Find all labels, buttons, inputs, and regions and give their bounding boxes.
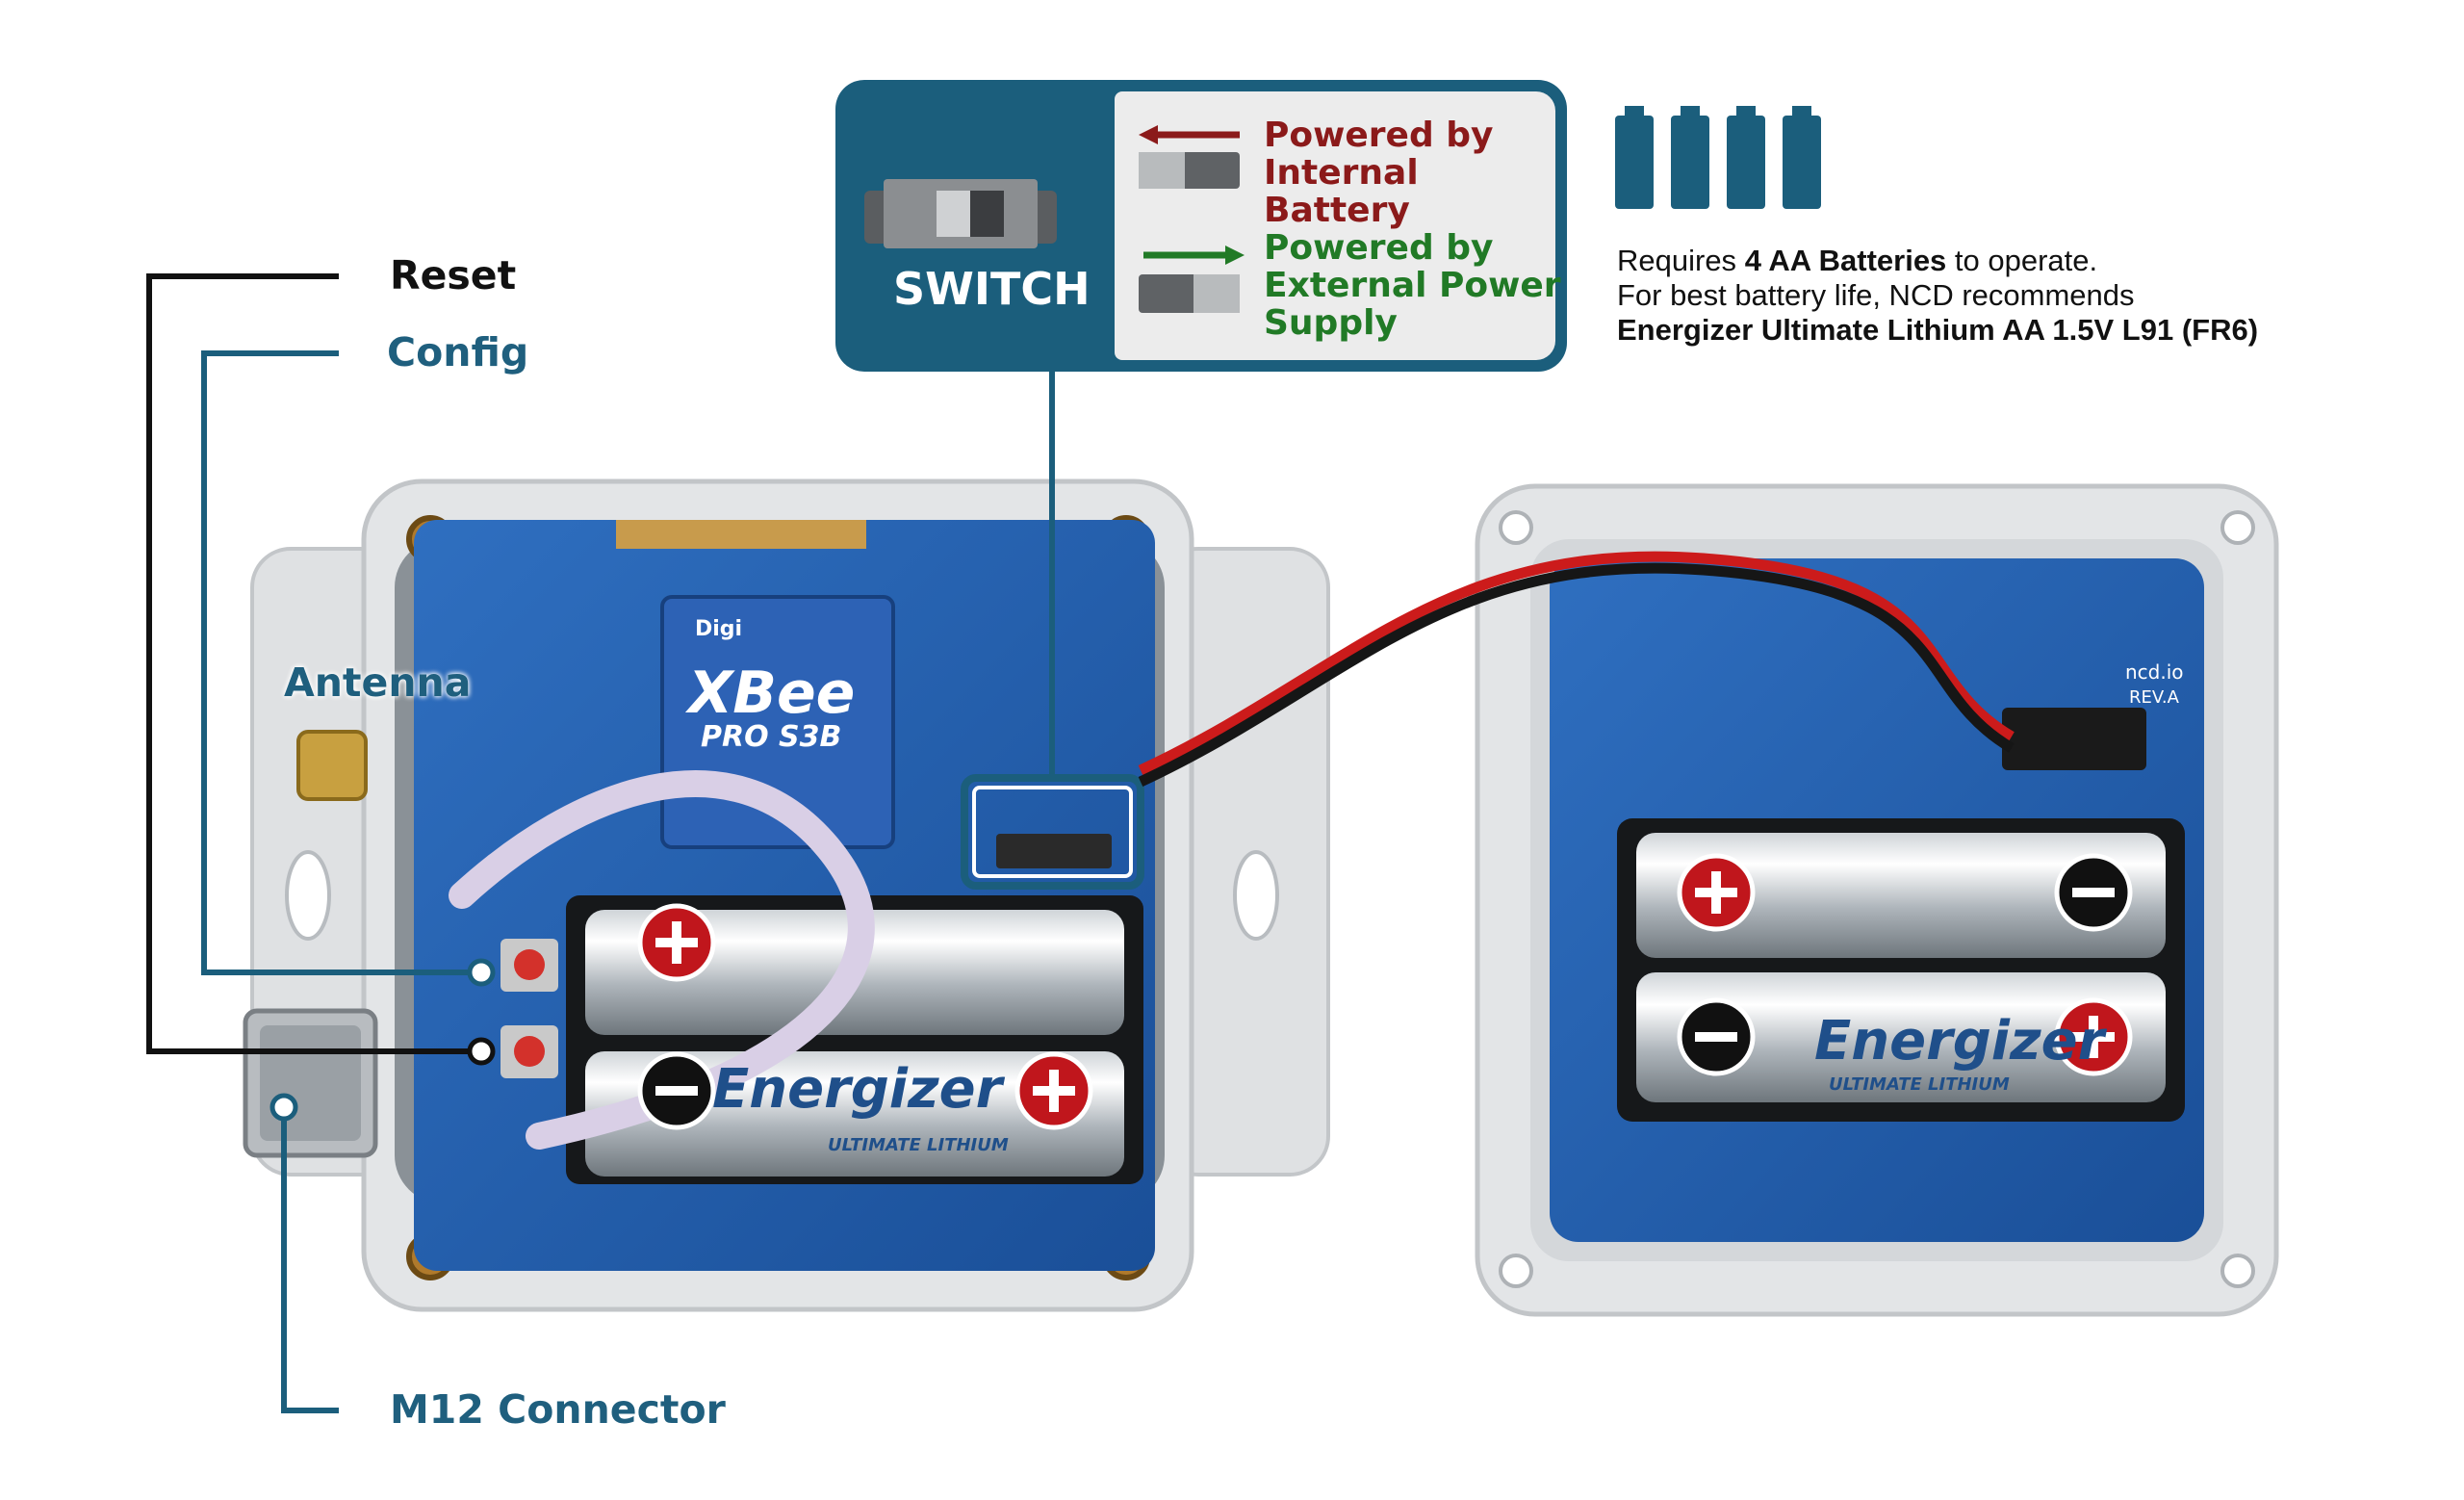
switch-title: SWITCH [893,263,1091,315]
plus-icon [637,903,716,982]
switch-callout: SWITCH Powered by Internal Battery Power… [835,80,1567,372]
option-external-line1: Powered by [1264,228,1494,268]
m12-connector-label: M12 Connector [390,1386,726,1433]
xbee-model-label: PRO S3B [701,720,841,754]
antenna-label: Antenna [284,659,472,706]
config-label: Config [387,329,529,375]
battery-icon [1671,106,1709,209]
arrow-left-icon [1139,125,1240,189]
left-enclosure [243,478,1330,1312]
battery-recommendation: Energizer Ultimate Lithium AA 1.5V L91 (… [1617,313,2259,347]
reset-leader-line [146,273,491,1054]
option-internal-line1: Powered by [1264,116,1494,155]
battery-icon [1727,106,1765,209]
battery-brand-text: Energizer [712,1058,1006,1121]
battery-requirement-text: Requires 4 AA Batteries to operate. For … [1617,244,2258,348]
arrow-right-icon [1139,246,1245,313]
minus-icon [1677,997,1756,1076]
reset-label: Reset [390,252,517,298]
config-leader-line [201,350,491,975]
battery-icon [1615,106,1654,209]
ncd-board-text: ncd.io [2125,660,2184,684]
battery-requirement-line1: Requires 4 AA Batteries to operate. [1617,244,2098,277]
battery-brand-text: Energizer [1814,1010,2108,1073]
battery-requirement-line2: For best battery life, NCD recommends [1617,278,2135,312]
battery-brand-sub-text: ULTIMATE LITHIUM [1829,1074,2010,1095]
m12-leader-line [281,1107,339,1413]
minus-icon [637,1051,716,1130]
xbee-label: XBee [684,659,855,727]
rev-board-text: REV.A [2129,687,2180,708]
plus-icon [2054,997,2133,1076]
option-external-line3: Supply [1264,303,1398,343]
battery-icon [1783,106,1821,209]
option-internal-battery: Powered by Internal Battery [1264,116,1567,229]
digi-label: Digi [695,617,742,641]
plus-icon [1014,1051,1093,1130]
plus-icon [1677,853,1756,932]
option-external-power: Powered by External Power Supply [1264,229,1561,342]
option-external-line2: External Power [1264,266,1561,305]
minus-icon [2054,853,2133,932]
battery-icons [1615,106,1821,209]
slide-switch-icon [864,179,1057,248]
option-internal-line2: Internal Battery [1264,153,1419,230]
battery-brand-sub-text: ULTIMATE LITHIUM [828,1135,1009,1155]
